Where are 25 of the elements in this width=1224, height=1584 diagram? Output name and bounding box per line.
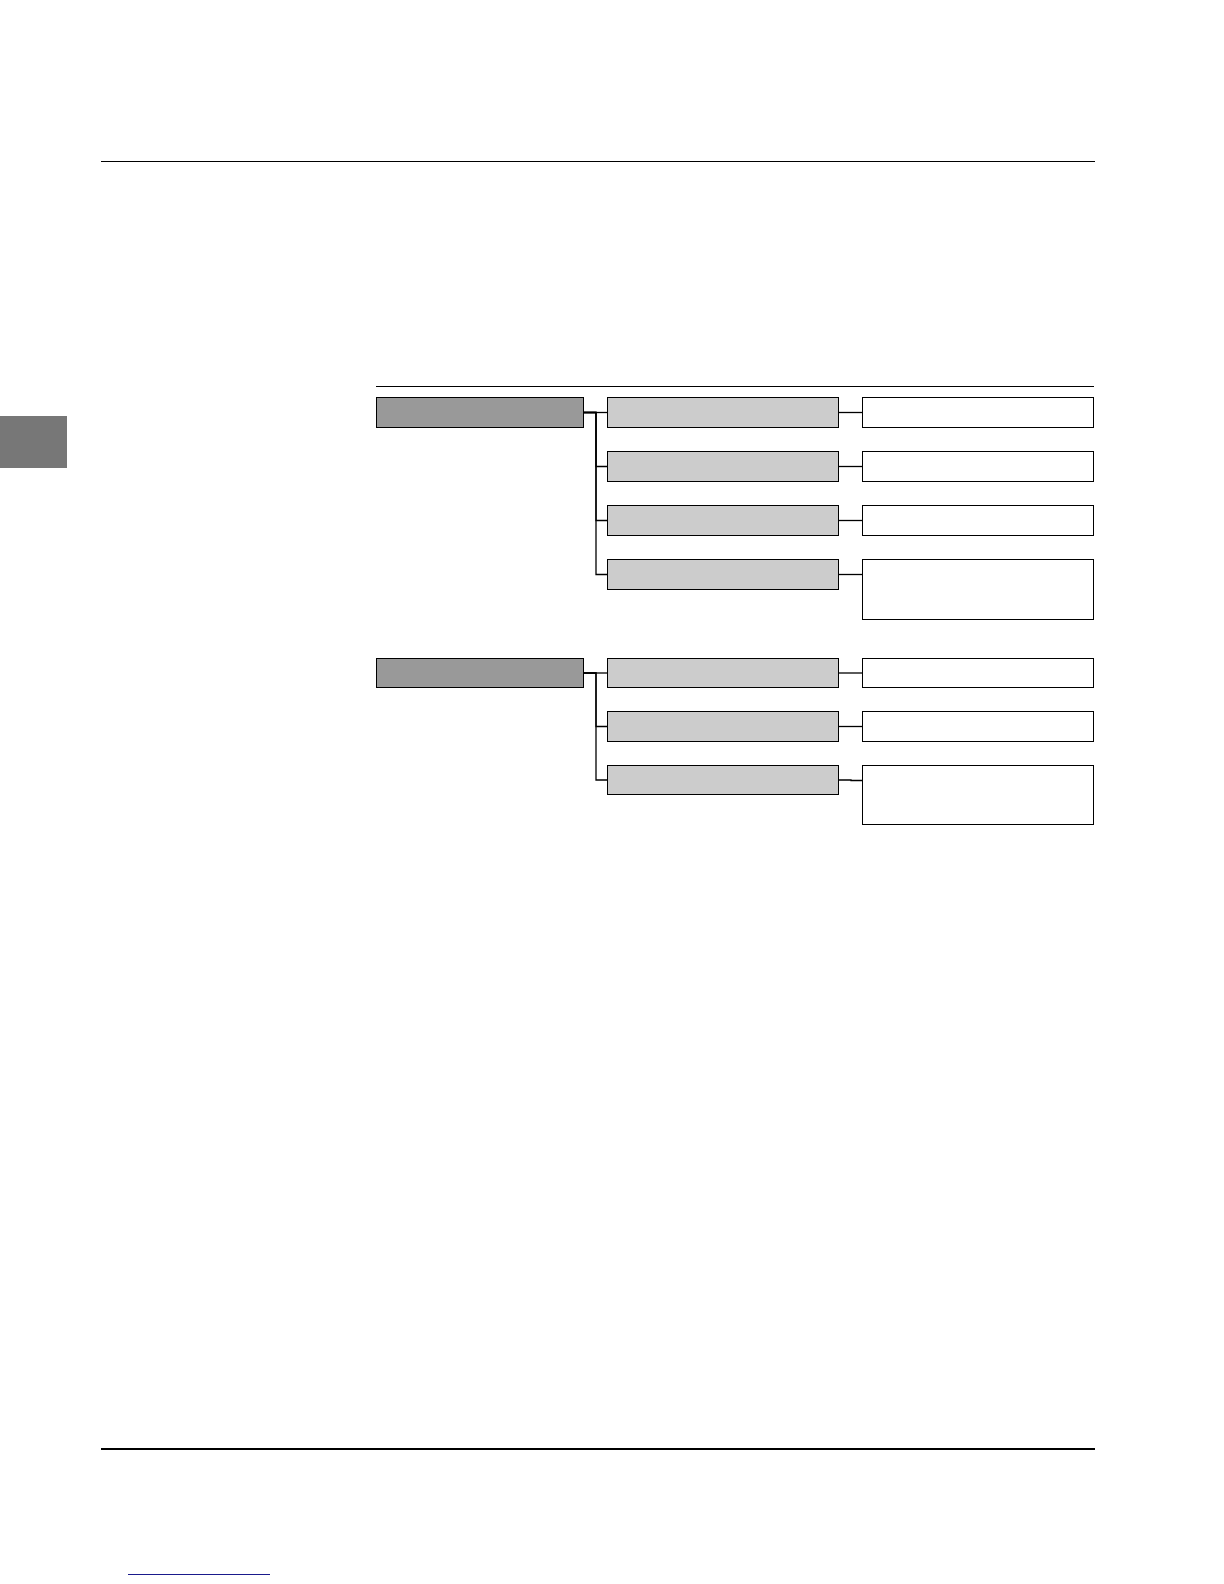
- subcategory-box: [607, 397, 839, 428]
- category-box: [376, 397, 584, 428]
- connector-line: [838, 779, 863, 782]
- subcategory-box: [607, 658, 839, 688]
- detail-box: [862, 658, 1094, 688]
- detail-box: [862, 397, 1094, 428]
- connector-line: [838, 519, 863, 522]
- detail-box: [862, 559, 1094, 620]
- detail-box: [862, 451, 1094, 482]
- subcategory-box: [607, 765, 839, 795]
- connector-line: [838, 573, 863, 576]
- detail-box: [862, 765, 1094, 825]
- connector-line: [583, 672, 608, 781]
- connector-line: [583, 411, 608, 576]
- category-box: [376, 658, 584, 688]
- connector-line: [838, 725, 863, 728]
- subcategory-box: [607, 451, 839, 482]
- detail-box: [862, 711, 1094, 742]
- subcategory-box: [607, 505, 839, 536]
- connector-line: [838, 672, 863, 674]
- connector-line: [838, 411, 863, 414]
- subcategory-box: [607, 711, 839, 742]
- subcategory-box: [607, 559, 839, 590]
- detail-box: [862, 505, 1094, 536]
- connector-line: [838, 465, 863, 468]
